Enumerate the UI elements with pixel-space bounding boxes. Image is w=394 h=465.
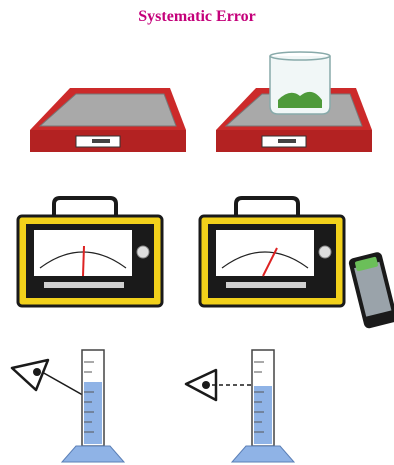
meter-handle-right bbox=[236, 198, 298, 216]
balance-scale-right bbox=[216, 52, 372, 152]
scale-display-reading-left bbox=[92, 139, 110, 143]
meter-label-strip-left bbox=[44, 282, 124, 288]
sight-line-left bbox=[42, 372, 88, 398]
measuring-cylinder-left bbox=[62, 350, 124, 462]
measuring-cylinder-right bbox=[232, 350, 294, 462]
eye-icon-right bbox=[186, 370, 216, 400]
meter-knob-left bbox=[137, 246, 149, 258]
meter-dial-right bbox=[216, 230, 314, 276]
scale-display-reading-right bbox=[278, 139, 296, 143]
meter-needle-left bbox=[83, 246, 84, 276]
balance-scale-left bbox=[30, 88, 186, 152]
eye-icon-left bbox=[12, 360, 48, 390]
meter-knob-right bbox=[319, 246, 331, 258]
meter-label-strip-right bbox=[226, 282, 306, 288]
analog-meter-left bbox=[18, 198, 162, 306]
analog-meter-right bbox=[200, 198, 344, 306]
meter-handle-left bbox=[54, 198, 116, 216]
smartphone-icon bbox=[348, 251, 394, 329]
